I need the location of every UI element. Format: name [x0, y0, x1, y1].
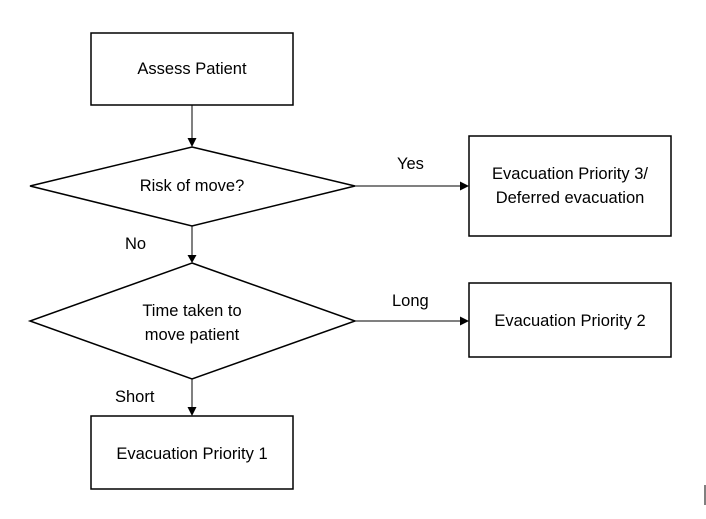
arrowhead	[460, 316, 469, 326]
edge-label-long: Long	[392, 292, 429, 310]
node-priority1: Evacuation Priority 1	[90, 415, 294, 490]
node-risk-of-move: Risk of move?	[29, 146, 356, 227]
node-assess-patient: Assess Patient	[90, 32, 294, 106]
priority3-box	[468, 135, 672, 237]
edge-assess-to-risk	[187, 105, 197, 147]
priority3-label-line1: Evacuation Priority 3/	[492, 165, 648, 183]
arrowhead	[187, 255, 197, 263]
node-time-taken: Time taken to move patient	[27, 262, 358, 380]
risk-of-move-label: Risk of move?	[140, 177, 245, 195]
edge-time-to-priority2: Long	[355, 292, 469, 326]
node-priority2: Evacuation Priority 2	[468, 282, 672, 358]
time-taken-label-line2: move patient	[145, 326, 240, 344]
priority3-label-line2: Deferred evacuation	[496, 189, 645, 207]
arrowhead	[187, 407, 197, 416]
edge-risk-to-time: No	[125, 226, 197, 263]
node-priority3: Evacuation Priority 3/ Deferred evacuati…	[468, 135, 672, 237]
arrowhead	[460, 181, 469, 191]
priority2-label: Evacuation Priority 2	[494, 312, 645, 330]
arrowhead	[187, 138, 197, 147]
edge-label-no: No	[125, 235, 146, 253]
priority1-label: Evacuation Priority 1	[116, 445, 267, 463]
edge-label-short: Short	[115, 388, 155, 406]
priority1-box	[90, 415, 294, 490]
edge-label-yes: Yes	[397, 155, 424, 173]
assess-patient-label: Assess Patient	[137, 60, 247, 78]
assess-patient-box	[90, 32, 294, 106]
edge-time-to-priority1: Short	[115, 379, 197, 416]
priority2-box	[468, 282, 672, 358]
time-taken-diamond	[27, 262, 358, 380]
edge-risk-to-priority3: Yes	[355, 155, 469, 191]
time-taken-label-line1: Time taken to	[142, 302, 241, 320]
